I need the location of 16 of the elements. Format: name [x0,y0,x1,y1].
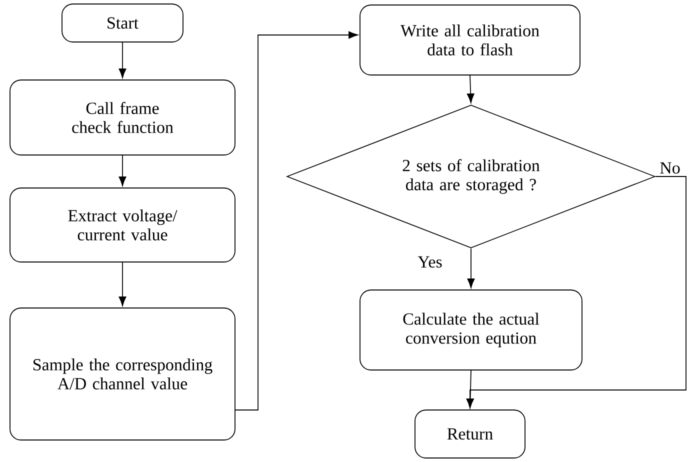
terminal-box: Start [62,4,184,42]
terminal-box: Return [414,410,526,458]
edge-label: Yes [416,255,444,269]
arrow [118,262,126,306]
arrow [466,75,474,104]
process-box: Write all calibration data to flash [360,4,580,76]
arrow [235,31,358,410]
process-box: Extract voltage/ current value [10,188,236,262]
process-box: Calculate the actual conversion eqution [360,290,582,370]
process-box: Sample the corresponding A/D channel value [10,308,236,440]
arrow [118,42,126,78]
arrow [467,248,475,288]
edge-label: No [658,161,682,175]
process-box: Call frame check function [10,80,236,156]
arrow [466,370,474,408]
arrow [118,155,126,186]
